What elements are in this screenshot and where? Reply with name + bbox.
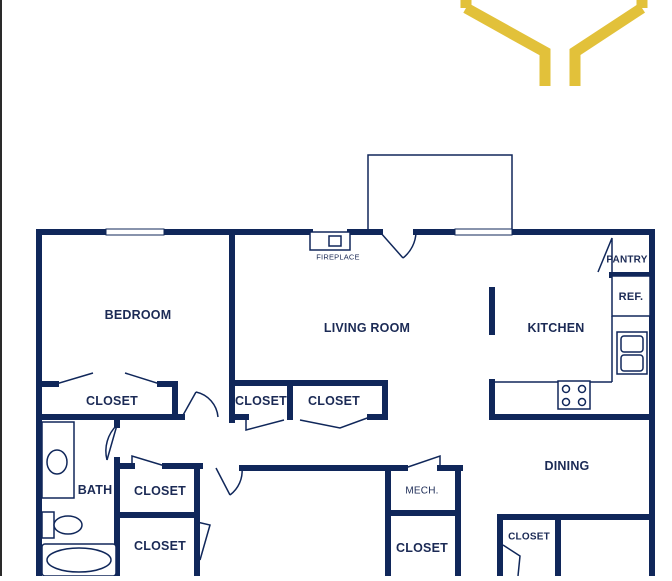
label-closet-hall-1: CLOSET <box>134 484 186 498</box>
label-mech: MECH. <box>405 485 439 497</box>
interior-walls <box>36 229 655 579</box>
label-closet-hall-2: CLOSET <box>134 539 186 553</box>
label-closet-mech: CLOSET <box>396 541 448 555</box>
label-ref: REF. <box>618 291 644 303</box>
toilet-icon <box>53 515 83 535</box>
bath-sink-icon <box>46 449 68 475</box>
label-closet-living-2: CLOSET <box>308 394 360 408</box>
label-bedroom: BEDROOM <box>104 308 172 322</box>
label-dining: DINING <box>544 459 590 473</box>
label-closet-bedroom: CLOSET <box>86 394 138 408</box>
kitchen-fixtures <box>492 275 651 410</box>
label-living-room: LIVING ROOM <box>323 321 411 335</box>
toilet-tank-icon <box>41 511 55 539</box>
windows <box>105 228 513 236</box>
gold-chevron-monogram-icon <box>460 0 648 86</box>
balcony-outline <box>367 154 513 232</box>
label-bath: BATH <box>77 483 113 497</box>
label-kitchen: KITCHEN <box>527 321 585 335</box>
fireplace-icon <box>309 231 351 251</box>
doors <box>55 231 613 577</box>
refrigerator-icon <box>611 275 651 317</box>
label-closet-dining: CLOSET <box>508 531 550 543</box>
left-border <box>0 0 2 576</box>
label-fireplace: FIREPLACE <box>316 252 360 262</box>
label-closet-living-1: CLOSET <box>235 394 287 408</box>
label-pantry: PANTRY <box>606 254 648 266</box>
bath-fixtures <box>41 421 117 577</box>
stove-icon <box>557 380 591 410</box>
